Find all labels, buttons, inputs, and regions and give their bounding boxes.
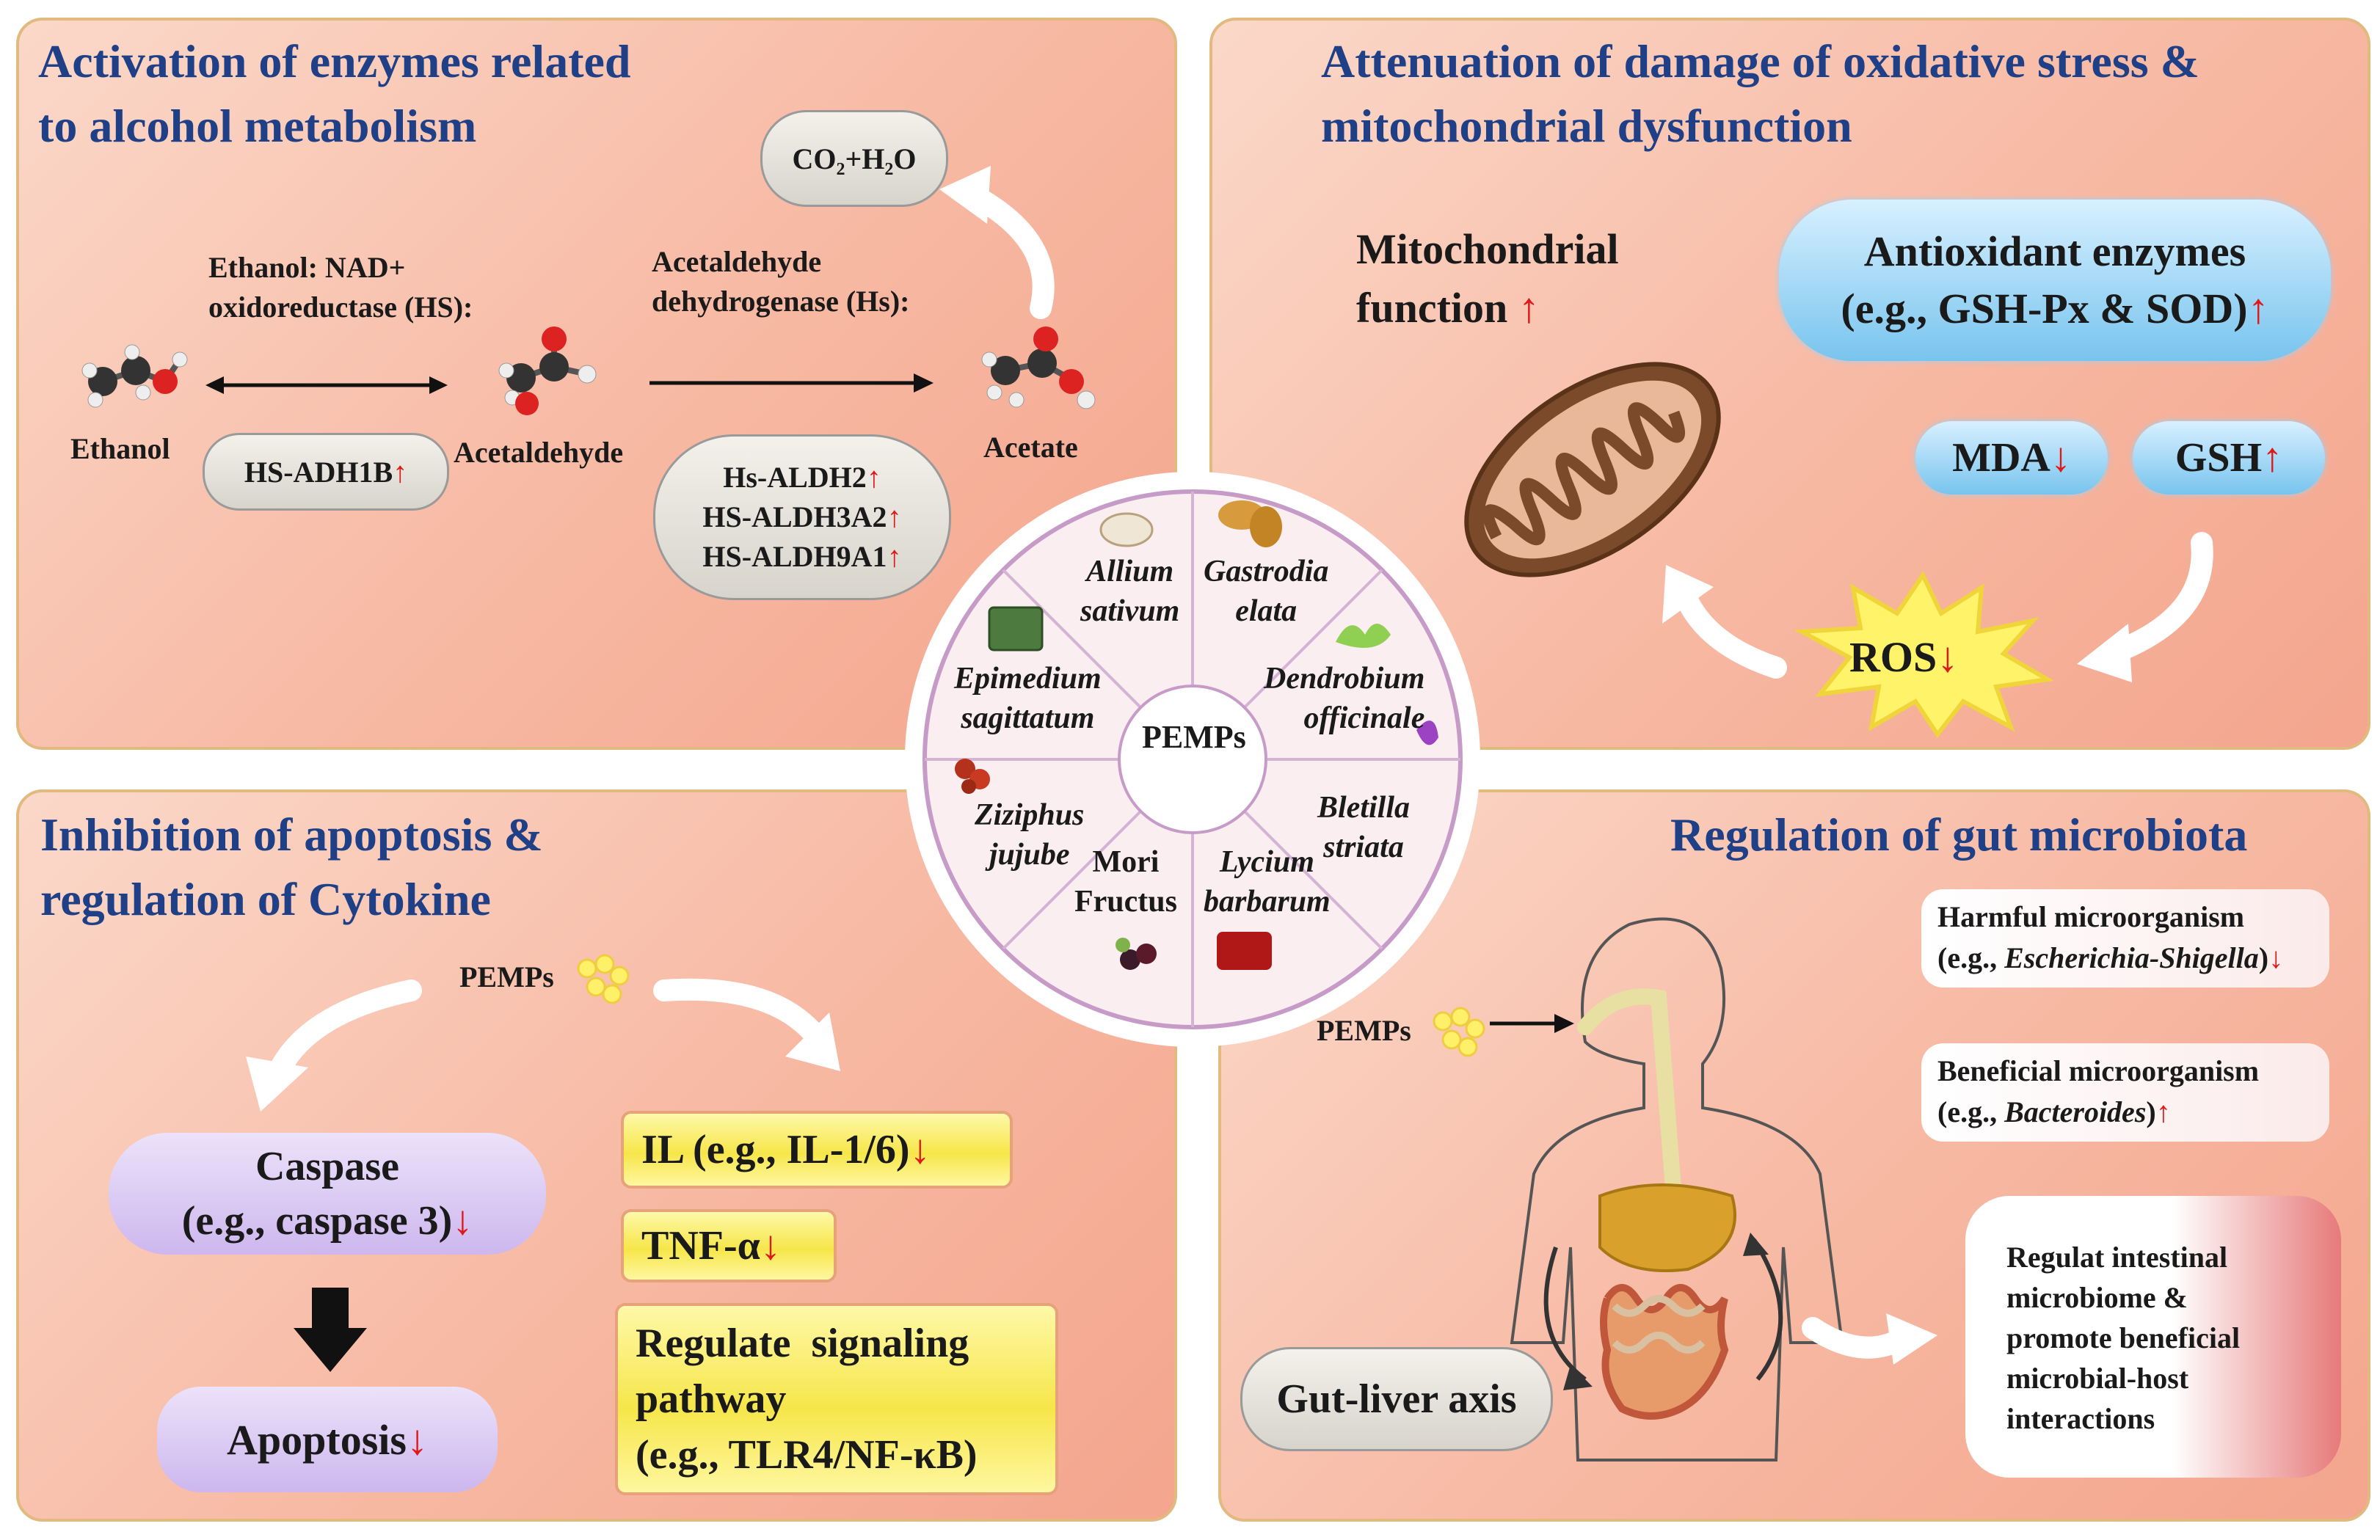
- pemps-hub-label: PEMPs: [1142, 719, 1246, 755]
- tnf-box: TNF-α↓: [621, 1209, 837, 1282]
- caspase-box: Caspase (e.g., caspase 3)↓: [109, 1133, 546, 1255]
- mitochondrion-icon: [1464, 362, 1721, 577]
- aldh-gene-pill: Hs-ALDH2↑ HS-ALDH3A2↑ HS-ALDH9A1↑: [653, 434, 951, 600]
- ros-label: ROS↓: [1849, 633, 1959, 681]
- apoptosis-box: Apoptosis↓: [157, 1387, 498, 1492]
- pemps-label-gut: PEMPs: [1317, 1014, 1411, 1047]
- pemps-label-apoptosis: PEMPs: [459, 960, 554, 993]
- acetate-label: Acetate: [983, 431, 1078, 464]
- mitochondrial-function-label: Mitochondrial function ↑: [1356, 225, 1619, 332]
- enzyme-adh-label: Ethanol: NAD+ oxidoreductase (HS):: [208, 251, 473, 324]
- oxidative-panel-title: Attenuation of damage of oxidative stres…: [1321, 35, 2199, 152]
- acetaldehyde-label: Acetaldehyde: [454, 436, 624, 469]
- alcohol-panel-title: Activation of enzymes related to alcohol…: [38, 35, 631, 152]
- ethanol-label: Ethanol: [70, 432, 170, 465]
- acetaldehyde-molecule-icon: [498, 326, 597, 415]
- antioxidant-enzymes-box: Antioxidant enzymes (e.g., GSH-Px & SOD)…: [1779, 200, 2331, 361]
- down-arrow-icon: [294, 1288, 367, 1372]
- mda-badge: MDA↓: [1915, 421, 2108, 495]
- acetate-molecule-icon: [981, 326, 1096, 409]
- center-plant-wheel: [905, 472, 1480, 1047]
- gut-panel-title: Regulation of gut microbiota: [1670, 809, 2248, 861]
- gut-liver-axis-pill: Gut-liver axis: [1240, 1347, 1553, 1451]
- pemps-particles-icon: [577, 954, 630, 1004]
- signaling-pathway-box: Regulate signaling pathway (e.g., TLR4/N…: [615, 1303, 1058, 1495]
- ethanol-molecule-icon: [81, 344, 188, 408]
- beneficial-microorganism-box: Beneficial microorganism (e.g., Bacteroi…: [1921, 1043, 2329, 1142]
- microbiome-outcome-box: Regulat intestinal microbiome & promote …: [1965, 1196, 2341, 1478]
- harmful-microorganism-box: Harmful microorganism (e.g., Escherichia…: [1921, 889, 2329, 988]
- adh-gene-pill: HS-ADH1B↑: [203, 433, 449, 511]
- co2-h2o-product: CO₂+H₂O: [760, 110, 948, 207]
- enzyme-aldh-label: Acetaldehyde dehydrogenase (Hs):: [652, 245, 910, 318]
- gsh-badge: GSH↑: [2133, 421, 2325, 495]
- interleukin-box: IL (e.g., IL-1/6)↓: [621, 1111, 1013, 1189]
- apoptosis-panel-title: Inhibition of apoptosis & regulation of …: [40, 809, 543, 925]
- ros-burst-icon: [1794, 570, 2054, 739]
- pemps-particles-gut-icon: [1433, 1007, 1485, 1057]
